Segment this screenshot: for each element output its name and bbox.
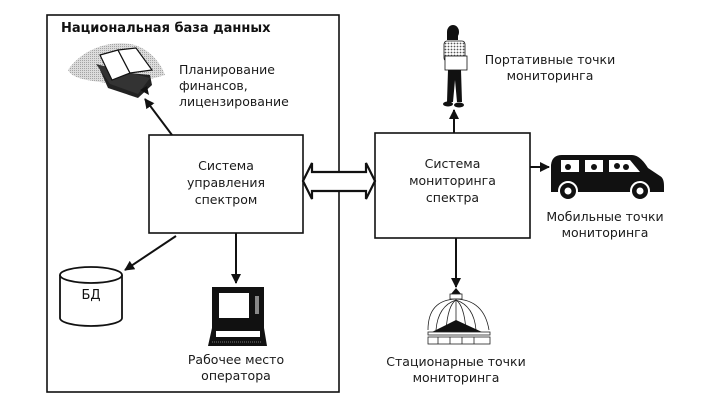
label-line: управления <box>186 175 266 190</box>
label-line: лицензирование <box>179 94 289 109</box>
operator-workstation-label: Рабочее место оператора <box>176 352 296 384</box>
label-line: Стационарные точки <box>386 354 526 369</box>
label-line: Система <box>198 158 254 173</box>
spectrum-management-box[interactable] <box>148 134 304 234</box>
person-icon <box>443 25 468 108</box>
spectrum-monitoring-box[interactable] <box>374 132 531 239</box>
label-line: Мобильные точки <box>546 209 664 224</box>
label-line: мониторинга <box>506 68 594 83</box>
dome-building-icon <box>427 288 491 345</box>
arrow-to-database <box>124 235 177 271</box>
national-database-frame <box>46 14 340 393</box>
label-line: мониторинга <box>412 370 500 385</box>
label-line: Рабочее место <box>187 352 285 367</box>
spectrum-management-label: Система управления спектром <box>149 157 303 208</box>
planning-label: Планирование финансов, лицензирование <box>179 62 289 110</box>
label-line: оператора <box>201 368 271 383</box>
open-book-icon <box>68 43 165 98</box>
bidirectional-double-arrow <box>301 162 377 200</box>
laptop-icon <box>208 287 267 346</box>
label-line: Система <box>424 156 481 171</box>
label-line: Планирование <box>179 62 275 77</box>
stationary-points-label: Стационарные точки мониторинга <box>386 354 526 386</box>
database-label: БД <box>81 288 101 303</box>
label-line: финансов, <box>179 78 248 93</box>
database-cylinder-icon <box>59 266 123 327</box>
frame-title: Национальная база данных <box>61 21 271 36</box>
label-line: мониторинга <box>409 173 496 188</box>
label-line: спектром <box>194 192 258 207</box>
portable-points-label: Портативные точки мониторинга <box>480 52 620 84</box>
label-line: мониторинга <box>561 225 649 240</box>
van-icon <box>551 155 664 201</box>
mobile-points-label: Мобильные точки мониторинга <box>540 209 670 241</box>
arrow-to-planning <box>144 98 173 136</box>
label-line: спектра <box>425 190 480 205</box>
spectrum-monitoring-label: Система мониторинга спектра <box>375 155 530 206</box>
label-line: Портативные точки <box>484 52 616 67</box>
